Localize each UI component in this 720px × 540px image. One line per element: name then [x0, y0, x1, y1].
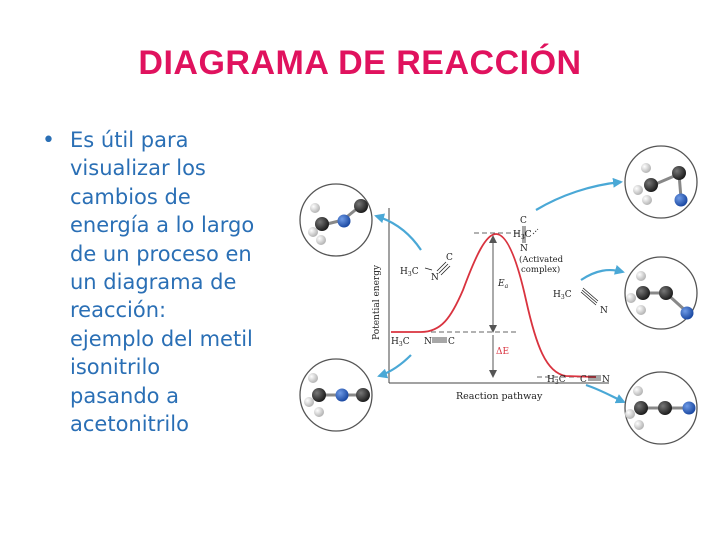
bullet-line: de un proceso en — [70, 241, 252, 266]
bullet-line: un diagrama de — [70, 270, 237, 295]
bullet-line: pasando a — [70, 383, 180, 408]
molecule-circle-left-top — [299, 183, 373, 257]
molecule-circle-right-bottom — [624, 371, 698, 445]
y-axis-label: Potential energy — [372, 264, 382, 340]
x-axis-label: Reaction pathway — [456, 391, 543, 402]
arrow-to-right-mid — [580, 264, 625, 281]
axes — [388, 208, 609, 384]
reactant-triple-bond — [432, 337, 447, 343]
ts-bonds — [522, 226, 539, 243]
product-n-label: N — [602, 375, 610, 385]
reaction-diagram-svg: Potential energy Reaction pathway Ea ΔE … — [299, 145, 698, 445]
energy-curve — [391, 233, 597, 378]
isonitrile-label: H3C — [400, 267, 419, 278]
isonitrile-n-label: N — [431, 273, 439, 283]
bullet-line: isonitrilo — [70, 355, 161, 380]
molecule-circle-right-mid — [624, 256, 698, 330]
reactant-c2-label: C — [448, 337, 455, 347]
slide-title: DIAGRAMA DE REACCIÓN — [138, 44, 582, 82]
ts-n-label: N — [520, 244, 528, 254]
arrow-to-right-top — [535, 177, 623, 211]
bullet-line: Es útil para — [70, 128, 189, 152]
bullet-text: Es útil para visualizar los cambios de e… — [70, 126, 300, 438]
bullet-line: energía a lo largo — [70, 213, 255, 238]
ts-top-c-label: C — [520, 216, 527, 226]
delta-e-label: ΔE — [496, 347, 509, 357]
mid-right-bond — [580, 287, 599, 306]
reaction-diagram-figure: Potential energy Reaction pathway Ea ΔE … — [291, 140, 706, 450]
isonitrile-c-label: C — [446, 253, 453, 263]
arrow-to-right-bottom — [585, 383, 626, 404]
mid-right-label: H3C — [553, 290, 572, 301]
ts-note-1: (Activated — [519, 254, 564, 265]
ts-h3c-label: H3C — [513, 230, 532, 241]
bullet-line: visualizar los — [70, 156, 206, 181]
ts-note-2: complex) — [521, 264, 560, 275]
mid-right-n-label: N — [600, 306, 608, 316]
isonitrile-bond — [424, 261, 451, 276]
arrow-to-left-top — [374, 213, 422, 251]
reactant-label: H3C — [391, 337, 410, 348]
bullet-dot-icon: • — [42, 128, 55, 153]
reactant-n-label: N — [424, 337, 432, 347]
bullet-line: acetonitrilo — [70, 412, 189, 437]
molecule-circle-right-top — [624, 145, 698, 219]
bullet-line: reacción: — [70, 298, 167, 323]
product-c-label: C — [580, 375, 587, 385]
arrow-to-left-bottom — [377, 354, 412, 379]
bullet-line: cambios de — [70, 184, 191, 209]
molecule-circle-left-bottom — [299, 358, 373, 432]
bullet-line: ejemplo del metil — [70, 326, 253, 351]
product-label: H3C — [547, 375, 566, 386]
blue-arrows — [374, 177, 626, 404]
ea-label: Ea — [497, 279, 509, 290]
product-triple-bond — [588, 375, 601, 381]
